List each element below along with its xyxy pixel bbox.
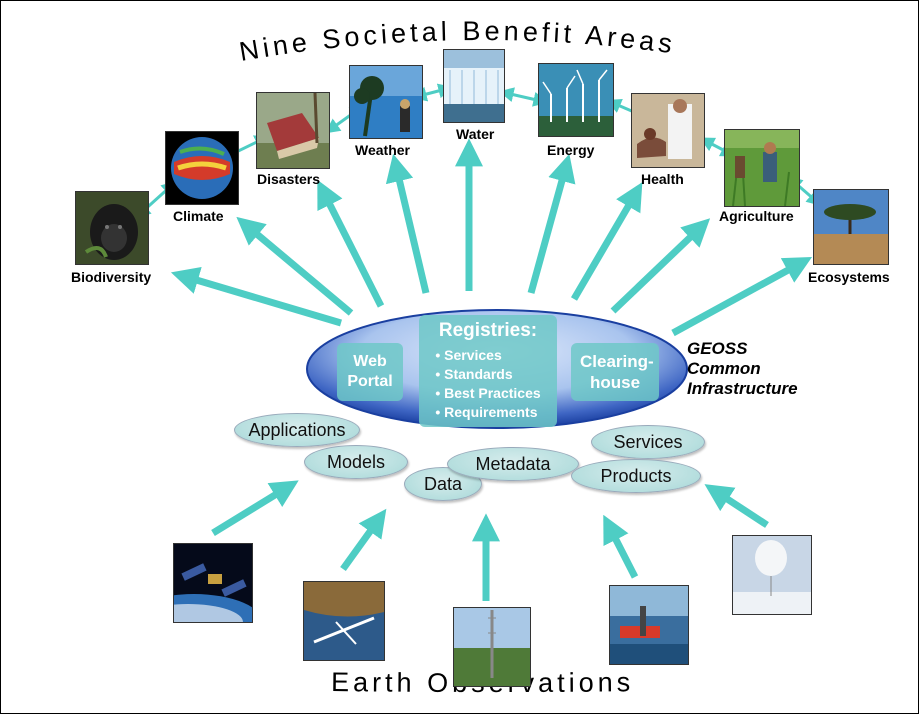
clearinghouse-label: Clearing-house [580, 352, 654, 392]
registries-list: Services Standards Best Practices Requir… [435, 346, 541, 422]
photo-biodiversity [75, 191, 149, 265]
geoss-line: Common [687, 359, 761, 378]
photo-water [443, 49, 505, 123]
oval-metadata: Metadata [447, 447, 579, 481]
oval-models: Models [304, 445, 408, 479]
photo-aircraft [303, 581, 385, 661]
photo-health [631, 93, 705, 168]
photo-ship [609, 585, 689, 665]
label-health: Health [641, 171, 684, 187]
observation-arrows [211, 480, 769, 601]
registry-item: Requirements [435, 403, 540, 422]
arrow-to-biodiversity [170, 266, 342, 327]
web-portal-label: Web Portal [347, 353, 393, 390]
geoss-line: Infrastructure [687, 379, 798, 398]
registry-item: Services [435, 346, 540, 365]
arrow-to-disasters [317, 179, 385, 308]
photo-disasters [256, 92, 330, 169]
arrow-to-health [570, 182, 643, 301]
label-energy: Energy [547, 142, 595, 158]
label-water: Water [456, 126, 495, 142]
label-disasters: Disasters [257, 171, 321, 187]
arrow-to-ecosystems [671, 256, 813, 337]
oval-services: Services [591, 425, 705, 459]
upward-arrows [170, 138, 813, 337]
arrow-to-agriculture [610, 218, 711, 314]
geoss-common-infrastructure-label: GEOSS Common Infrastructure [687, 339, 798, 399]
label-climate: Climate [173, 208, 224, 224]
clearinghouse-box: Clearing-house [571, 343, 659, 401]
photo-climate [165, 131, 239, 205]
photo-ecosystems [813, 189, 889, 265]
registry-item: Best Practices [435, 384, 541, 403]
photo-balloon [732, 535, 812, 615]
photo-energy [538, 63, 614, 137]
registry-item: Standards [435, 365, 540, 384]
geoss-line: GEOSS [687, 339, 748, 358]
web-portal-box: Web Portal [337, 343, 403, 401]
label-weather: Weather [355, 142, 410, 158]
oval-applications: Applications [234, 413, 360, 447]
photo-satellite [173, 543, 253, 623]
registries-title: Registries: [438, 320, 538, 341]
label-biodiversity: Biodiversity [71, 269, 152, 285]
arrow-to-weather [385, 153, 430, 294]
photo-agriculture [724, 129, 800, 207]
label-ecosystems: Ecosystems [808, 269, 890, 285]
oval-products: Products [571, 459, 701, 493]
label-agriculture: Agriculture [719, 208, 794, 224]
photo-weather [349, 65, 423, 139]
arrow-to-climate [236, 216, 354, 316]
registries-box: Registries: Services Standards Best Prac… [419, 315, 557, 427]
arrow-to-energy [527, 153, 576, 294]
photo-tower [453, 607, 531, 687]
